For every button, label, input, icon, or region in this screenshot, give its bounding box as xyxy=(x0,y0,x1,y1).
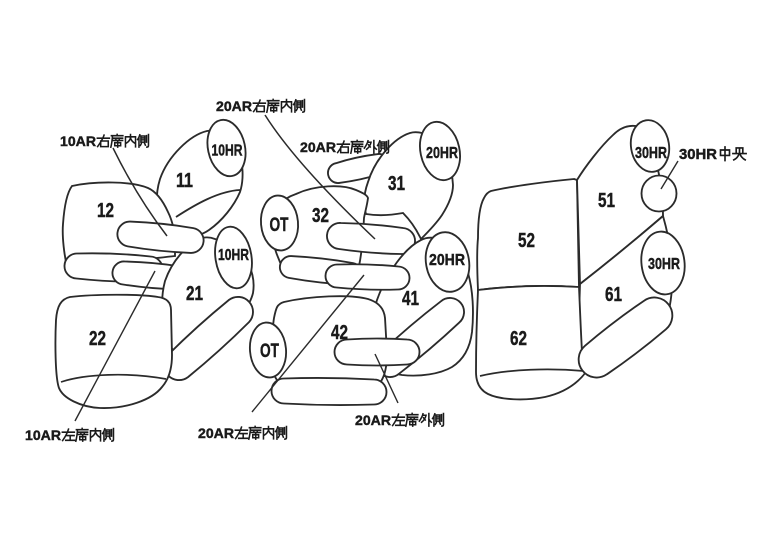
svg-text:31: 31 xyxy=(388,173,405,195)
svg-text:OT: OT xyxy=(270,214,289,236)
svg-text:OT: OT xyxy=(260,340,279,362)
svg-text:30HR: 30HR xyxy=(648,256,680,273)
svg-text:42: 42 xyxy=(331,322,348,344)
svg-text:20AR: 20AR xyxy=(300,139,336,155)
svg-text:10HR: 10HR xyxy=(212,143,243,160)
svg-text:22: 22 xyxy=(89,328,106,350)
svg-text:21: 21 xyxy=(186,283,203,305)
svg-text:30HR: 30HR xyxy=(635,145,667,162)
svg-text:51: 51 xyxy=(598,190,615,212)
svg-text:10AR: 10AR xyxy=(25,427,61,443)
svg-text:62: 62 xyxy=(510,328,527,350)
svg-text:11: 11 xyxy=(176,170,193,192)
svg-text:52: 52 xyxy=(518,230,535,252)
svg-text:32: 32 xyxy=(312,205,329,227)
svg-text:12: 12 xyxy=(97,200,114,222)
svg-text:61: 61 xyxy=(605,284,622,306)
svg-text:20AR: 20AR xyxy=(198,425,234,441)
svg-text:20HR: 20HR xyxy=(426,145,458,162)
svg-text:30HR: 30HR xyxy=(679,146,717,163)
svg-text:20AR: 20AR xyxy=(216,98,252,114)
svg-text:10HR: 10HR xyxy=(218,247,249,264)
svg-text:20HR: 20HR xyxy=(429,252,465,269)
svg-text:41: 41 xyxy=(402,288,419,310)
svg-text:10AR: 10AR xyxy=(60,133,96,149)
svg-text:20AR: 20AR xyxy=(355,412,391,428)
